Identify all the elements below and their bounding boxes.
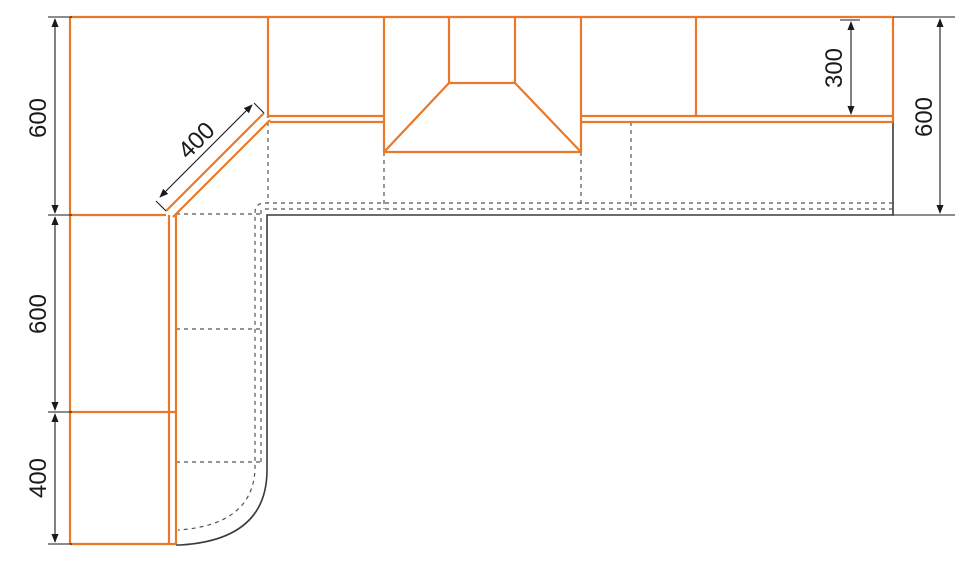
label-corner-diagonal: 400 (173, 117, 220, 164)
corner-upper-cabinet (68, 17, 166, 217)
label-right-depth: 600 (911, 97, 938, 137)
label-left-lower: 400 (25, 458, 52, 498)
corner-diagonal-front-outer (165, 112, 265, 212)
ext-line (253, 102, 265, 114)
hood (383, 17, 582, 154)
label-left-middle: 600 (25, 294, 52, 334)
countertop-outline (176, 122, 894, 546)
dimension-lines (48, 16, 955, 545)
countertop-edge (176, 122, 894, 546)
inner-countertop-edge (177, 202, 893, 531)
ext-line (155, 200, 167, 212)
cabinets (68, 15, 895, 546)
hidden-lines (176, 122, 893, 531)
dim-corner-diagonal (159, 104, 253, 198)
label-left-upper: 600 (25, 98, 52, 138)
label-wall-cabinet: 300 (821, 48, 848, 88)
